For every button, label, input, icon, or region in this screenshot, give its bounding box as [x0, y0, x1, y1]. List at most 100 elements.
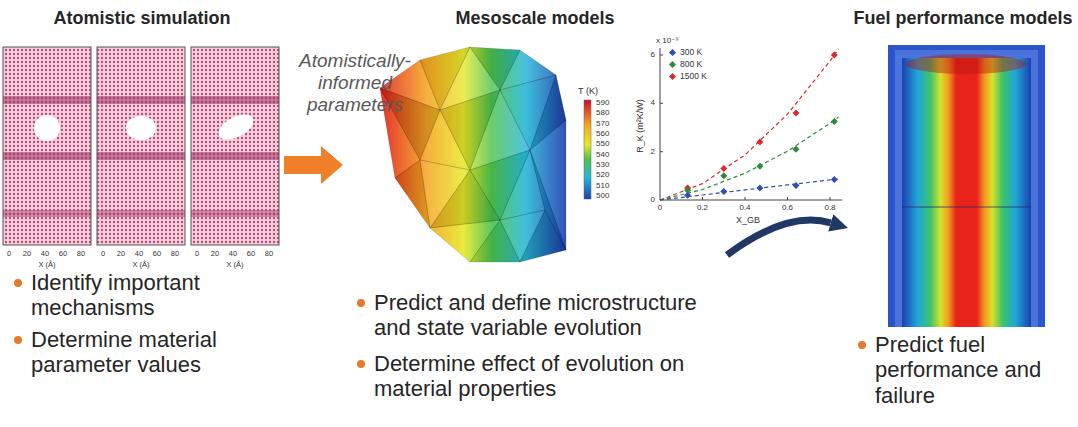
tick-label: 0: [651, 196, 655, 204]
atomistic-panel: [97, 47, 185, 245]
tick-label: 80: [77, 250, 85, 258]
column-heading: Mesoscale models: [455, 8, 614, 30]
colorbar-title: T (K): [578, 87, 598, 96]
legend-marker: [669, 61, 676, 68]
colorbar-value: 570: [596, 120, 609, 128]
fit-curve: [660, 49, 839, 200]
void: [34, 115, 60, 141]
tick-label: 6: [651, 51, 655, 59]
tick-label: 2: [651, 148, 655, 156]
tick-label: 0: [195, 250, 199, 258]
gap: [895, 50, 1038, 327]
bullet-dot: [14, 279, 22, 287]
cladding: [888, 45, 1045, 327]
legend-text: 800 K: [680, 60, 702, 69]
bullet-dot: [357, 360, 365, 368]
colorbar-value: 590: [596, 99, 609, 107]
grain-boundary: [3, 96, 91, 104]
pellet-interface: [902, 206, 1031, 208]
colorbar-value: 540: [596, 151, 609, 159]
tick-label: 40: [135, 250, 143, 258]
lattice: [3, 47, 91, 245]
tick-label: 80: [265, 250, 273, 258]
tick-label: 0.8: [824, 204, 835, 212]
legend-marker: [669, 73, 676, 80]
axis-multiplier: x 10⁻⁹: [656, 37, 679, 45]
bullet-dot: [858, 341, 866, 349]
atomistic-panels: [3, 47, 279, 245]
tick-label: 60: [247, 250, 255, 258]
colorbar: [584, 100, 591, 199]
colorbar-value: 510: [596, 182, 609, 190]
bullet-item: Predict fuel performance and failure: [858, 332, 1063, 408]
legend-text: 1500 K: [680, 72, 707, 81]
bullet-text: Predict and define microstructure and st…: [374, 290, 724, 341]
bullet-item: Determine effect of evolution on materia…: [357, 351, 724, 402]
legend-entry: 300 K: [668, 48, 702, 57]
axis-label: X (Å): [38, 261, 55, 269]
void: [126, 116, 156, 140]
tick-label: 0: [101, 250, 105, 258]
tick-label: 80: [171, 250, 179, 258]
colorbar-value: 560: [596, 130, 609, 138]
colorbar-value: 530: [596, 161, 609, 169]
tick-label: 0.2: [697, 204, 708, 212]
column-heading: Fuel performance models: [853, 8, 1072, 30]
grain-boundary: [191, 152, 279, 160]
atomistic-panel: [191, 47, 279, 245]
pellet-top: [906, 54, 1026, 74]
tick-marks: [660, 55, 830, 200]
bullet-item: Predict and define microstructure and st…: [357, 290, 724, 341]
grain-boundary: [191, 96, 279, 104]
legend-text: 300 K: [680, 48, 702, 57]
tick-label: 0.6: [782, 204, 793, 212]
tick-label: 40: [41, 250, 49, 258]
bullet-item: Determine material parameter values: [14, 327, 276, 378]
grain-boundary: [3, 210, 91, 217]
data-points: [684, 118, 838, 194]
y-axis: [660, 48, 661, 200]
mesh-model: [380, 47, 591, 262]
mesh-body: [380, 47, 566, 262]
colorbar-value: 500: [596, 192, 609, 200]
tick-label: 0: [7, 250, 11, 258]
lattice: [191, 47, 279, 245]
tick-label: 60: [153, 250, 161, 258]
lattice: [97, 47, 185, 245]
edge-label: Atomistically-informed parameters: [286, 50, 424, 116]
colorbar-value: 580: [596, 109, 609, 117]
grain-boundary: [97, 152, 185, 160]
tick-label: 20: [117, 250, 125, 258]
curved-arrow: [727, 220, 831, 255]
tick-label: 0: [658, 204, 662, 212]
bullet-text: Determine material parameter values: [31, 327, 276, 378]
grain-boundary: [3, 152, 91, 160]
legend-marker: [669, 49, 676, 56]
bullet-text: Identify important mechanisms: [31, 270, 276, 321]
data-points: [684, 176, 838, 199]
bullet-item: Identify important mechanisms: [14, 270, 276, 321]
column-heading: Atomistic simulation: [53, 8, 230, 30]
tick-label: 60: [59, 250, 67, 258]
tick-label: 20: [23, 250, 31, 258]
axis-label: R_K (m²K/W): [636, 99, 645, 153]
tick-label: 0.4: [739, 204, 750, 212]
tick-label: 20: [211, 250, 219, 258]
fit-curve: [660, 179, 839, 200]
axis-label: X (Å): [132, 261, 149, 269]
void: [215, 109, 258, 144]
grain-boundary: [97, 96, 185, 104]
resistance-plot: [660, 48, 842, 200]
bullet-dot: [357, 299, 365, 307]
bullet-dot: [14, 336, 22, 344]
tick-label: 40: [229, 250, 237, 258]
bullet-text: Predict fuel performance and failure: [875, 332, 1063, 408]
grain-boundary: [97, 210, 185, 217]
x-axis: [660, 200, 842, 201]
legend-entry: 1500 K: [668, 72, 707, 81]
grain-boundary: [191, 210, 279, 217]
data-points: [684, 52, 838, 192]
colorbar-value: 550: [596, 140, 609, 148]
